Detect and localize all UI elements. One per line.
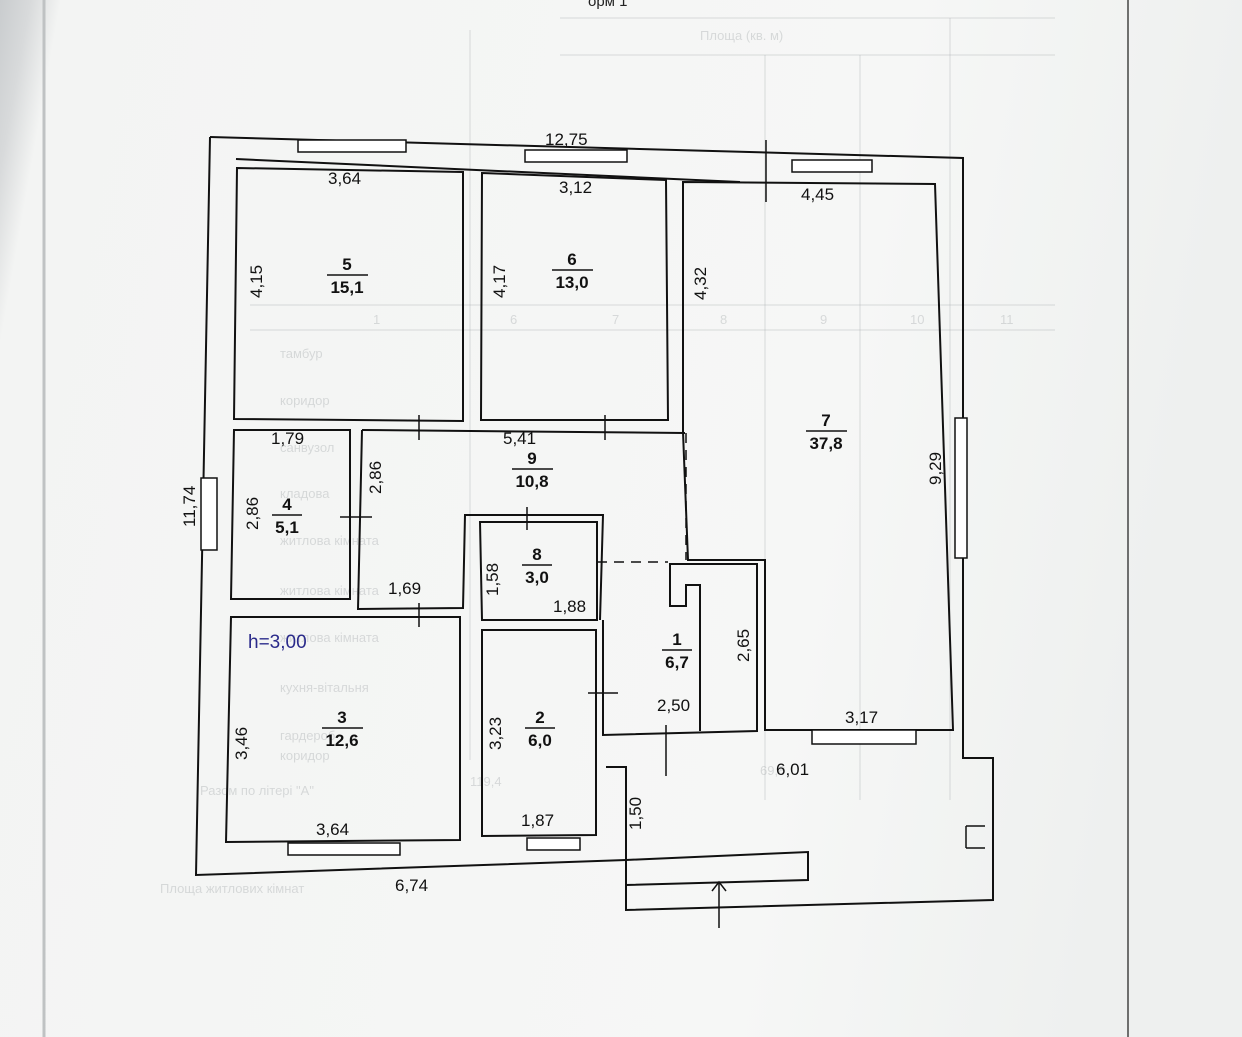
dimension-label: 3,17 [845, 708, 878, 727]
table-row-label: житлова кімната [280, 533, 380, 548]
table-col-number: 9 [820, 312, 827, 327]
dimension-label: 2,50 [657, 696, 690, 715]
table-row-label: тамбур [280, 346, 323, 361]
dimension-label: 1,50 [626, 797, 645, 830]
svg-text:12,6: 12,6 [325, 731, 358, 750]
table-col-number: 1 [373, 312, 380, 327]
table-col-number: 8 [720, 312, 727, 327]
dimension-label: 3,12 [559, 178, 592, 197]
window [524, 149, 628, 163]
svg-text:3: 3 [337, 708, 346, 727]
window [287, 842, 401, 856]
room-label-3: 3 12,6 [322, 708, 363, 750]
dimension-label: 4,17 [490, 265, 509, 298]
dimension-label: 6,01 [776, 760, 809, 779]
dimension-label: 6,74 [395, 876, 428, 895]
svg-text:9: 9 [527, 449, 536, 468]
window [200, 477, 218, 551]
dimension-label: 4,32 [691, 267, 710, 300]
dimension-label: 11,74 [180, 486, 199, 527]
table-total: 69,8 [760, 763, 785, 778]
svg-text:6: 6 [567, 250, 576, 269]
table-col-number: 6 [510, 312, 517, 327]
dimension-label: 1,87 [521, 811, 554, 830]
window [811, 729, 917, 745]
table-row-label: коридор [280, 393, 330, 408]
table-footer: Разом по літері "А" [200, 783, 314, 798]
dimension-label: 9,29 [926, 452, 945, 485]
svg-text:3,0: 3,0 [525, 568, 549, 587]
dimension-label: 5,41 [503, 429, 536, 448]
table-row-label: кладова [280, 486, 330, 501]
svg-text:15,1: 15,1 [330, 278, 363, 297]
dimension-label: 2,86 [366, 461, 385, 494]
dimension-label: 3,64 [328, 169, 361, 188]
room-label-9: 9 10,8 [512, 449, 553, 491]
room-walls [224, 166, 955, 844]
svg-text:1: 1 [672, 630, 681, 649]
dimension-label: 1,79 [271, 429, 304, 448]
dimension-label: 3,64 [316, 820, 349, 839]
svg-text:6,7: 6,7 [665, 653, 689, 672]
window [791, 159, 873, 173]
page-header-text: орм 1 [588, 0, 628, 10]
dimension-label: 12,75 [545, 130, 588, 149]
dimension-label: 2,65 [734, 629, 753, 662]
doors [340, 140, 767, 928]
table-row-label: житлова кімната [280, 583, 380, 598]
windows [200, 139, 968, 856]
dimension-label: 3,23 [486, 717, 505, 750]
room-label-7: 7 37,8 [806, 411, 847, 453]
svg-text:10,8: 10,8 [515, 472, 548, 491]
dimension-label: 2,86 [243, 497, 262, 530]
room-label-6: 6 13,0 [552, 250, 593, 292]
ceiling-height-label: h=3,00 [248, 632, 307, 653]
table-col-number: 7 [612, 312, 619, 327]
room-label-1: 1 6,7 [662, 630, 692, 672]
dimension-labels: 12,75 3,64 3,12 4,45 4,15 4,17 4,32 1,79… [180, 130, 945, 895]
window [526, 837, 581, 851]
dimension-label: 4,45 [801, 185, 834, 204]
table-row-label: санвузол [280, 440, 334, 455]
outer-walls [194, 136, 994, 912]
svg-text:7: 7 [821, 411, 830, 430]
window [297, 139, 407, 153]
dimension-label: 3,46 [232, 727, 251, 760]
table-row-label: гардероб [280, 728, 335, 743]
table-row-label: коридор [280, 748, 330, 763]
table-row-label: житлова кімната [280, 630, 380, 645]
room-labels: 5 15,1 6 13,0 7 37,8 9 10,8 4 5,1 8 3,0 [272, 250, 847, 750]
svg-text:13,0: 13,0 [555, 273, 588, 292]
svg-text:2: 2 [535, 708, 544, 727]
table-footer: Площа житлових кімнат [160, 881, 304, 896]
window [954, 417, 968, 559]
svg-text:4: 4 [282, 495, 292, 514]
table-col-number: 11 [1000, 312, 1014, 327]
background-table: Площа (кв. м) 1 6 7 8 9 10 11 тамбур кор… [160, 17, 1055, 896]
room-label-4: 4 5,1 [272, 495, 302, 537]
svg-text:37,8: 37,8 [809, 434, 842, 453]
table-col-number: 10 [910, 312, 924, 327]
room-label-5: 5 15,1 [327, 255, 368, 297]
table-header: Площа (кв. м) [700, 28, 783, 43]
table-row-label: кухня-вітальня [280, 680, 369, 695]
svg-text:5,1: 5,1 [275, 518, 299, 537]
room-label-2: 2 6,0 [525, 708, 555, 750]
dimension-label: 1,88 [553, 597, 586, 616]
dimension-label: 4,15 [247, 265, 266, 298]
svg-text:5: 5 [342, 255, 351, 274]
dimension-label: 1,58 [483, 563, 502, 596]
svg-text:6,0: 6,0 [528, 731, 552, 750]
table-total: 119,4 [470, 774, 502, 789]
room-label-8: 8 3,0 [522, 545, 552, 587]
svg-text:8: 8 [532, 545, 541, 564]
dimension-label: 1,69 [388, 579, 421, 598]
